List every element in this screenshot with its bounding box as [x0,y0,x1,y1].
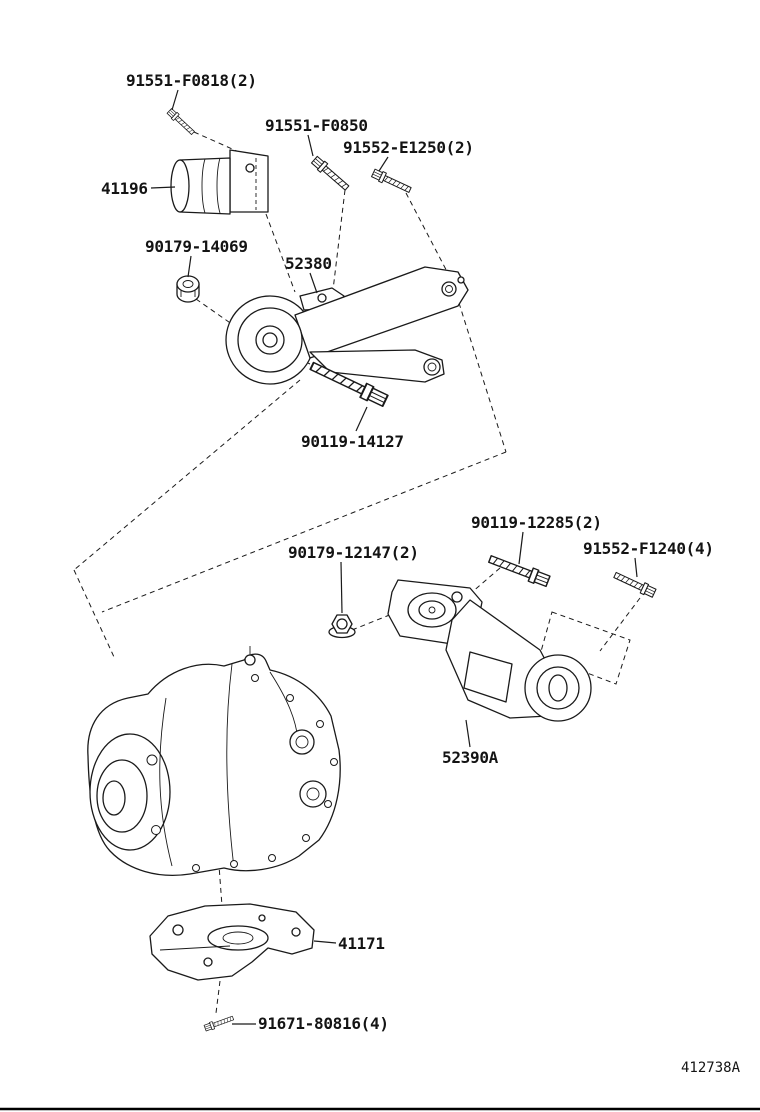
drawing-damper-41196 [170,149,269,215]
part-label-91551-f0818: 91551-F0818(2) [126,71,257,90]
drawing-bolt-91552-e1250 [370,167,413,196]
drawing-mount-52390a [387,579,592,722]
drawing-bolt-91671-80816 [203,1014,235,1033]
part-label-91552-e1250: 91552-E1250(2) [343,138,474,157]
part-label-91552-f1240: 91552-F1240(4) [583,539,714,558]
diagram-code: 412738A [681,1060,741,1076]
drawing-nut-90179-12147 [328,614,356,639]
part-label-52380: 52380 [285,254,332,273]
drawing-bolt-91551-f0818 [166,107,197,137]
drawing-bolt-91551-f0850 [310,154,352,193]
part-label-90119-12285: 90119-12285(2) [471,513,602,532]
drawing-plate-41171 [149,903,315,981]
leader-lines [150,89,638,1025]
drawing-bolt-91552-f1240 [612,569,658,599]
part-label-90119-14127: 90119-14127 [301,432,404,451]
dashed-alignment-lines [73,131,641,1014]
drawing-differential-housing [87,646,341,877]
part-label-91551-f0850: 91551-F0850 [265,116,368,135]
part-label-52390a: 52390A [442,748,498,767]
drawing-mount-52380 [225,266,469,385]
part-label-91671-80816: 91671-80816(4) [258,1014,389,1033]
part-label-90179-14069: 90179-14069 [145,237,248,256]
part-label-90179-12147: 90179-12147(2) [288,543,419,562]
part-label-41171: 41171 [338,934,385,953]
drawing-nut-90179-14069 [176,275,200,303]
part-label-41196: 41196 [101,179,148,198]
